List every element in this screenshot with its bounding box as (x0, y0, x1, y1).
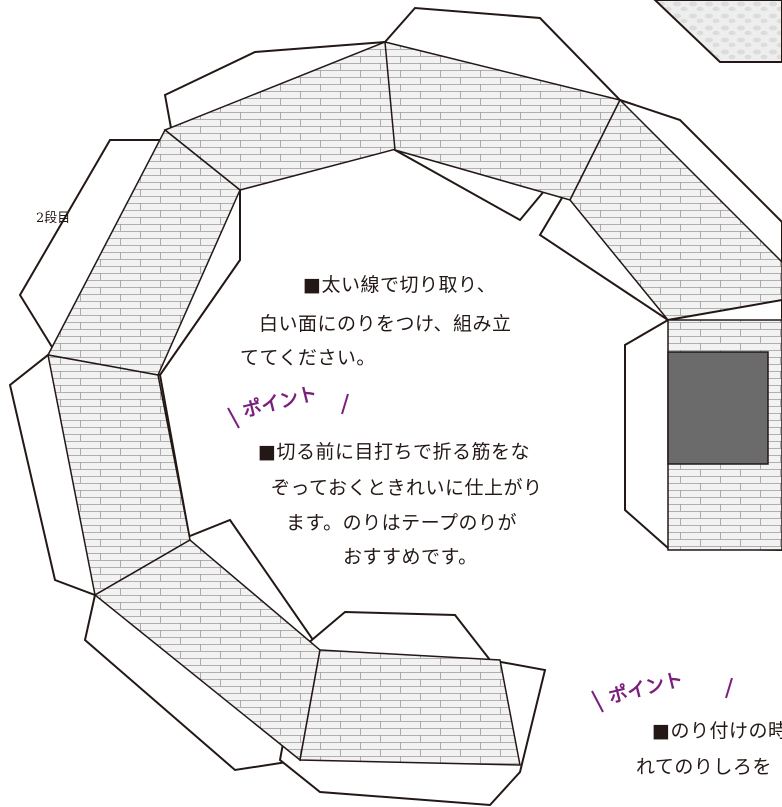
point2-line-1: ■のり付けの時 (652, 720, 782, 742)
point2-tick-left (591, 690, 604, 713)
point1-line-1: ■切る前に目打ちで折る筋をな (258, 441, 530, 463)
instruction-line-1: ■太い線で切り取り、 (303, 274, 497, 296)
point1-tick-right (341, 393, 349, 415)
instruction-line-3: ててください。 (240, 347, 376, 369)
point1-tick-left (227, 407, 240, 429)
point1-line-2: ぞっておくときれいに仕上がり (271, 477, 543, 499)
point2-tick-right (725, 677, 733, 699)
point1-line-4: おすすめです。 (343, 546, 478, 568)
window-opening (667, 351, 769, 465)
tier-label: 2段目 (36, 211, 71, 226)
top-stone-piece (653, 0, 782, 63)
wall-panel-7 (299, 649, 521, 766)
point2-line-2: れてのりしろを (636, 756, 772, 778)
point1-line-3: ます。のりはテープのりが (286, 512, 517, 534)
instruction-line-2: 白い面にのりをつけ、組み立 (259, 313, 512, 335)
